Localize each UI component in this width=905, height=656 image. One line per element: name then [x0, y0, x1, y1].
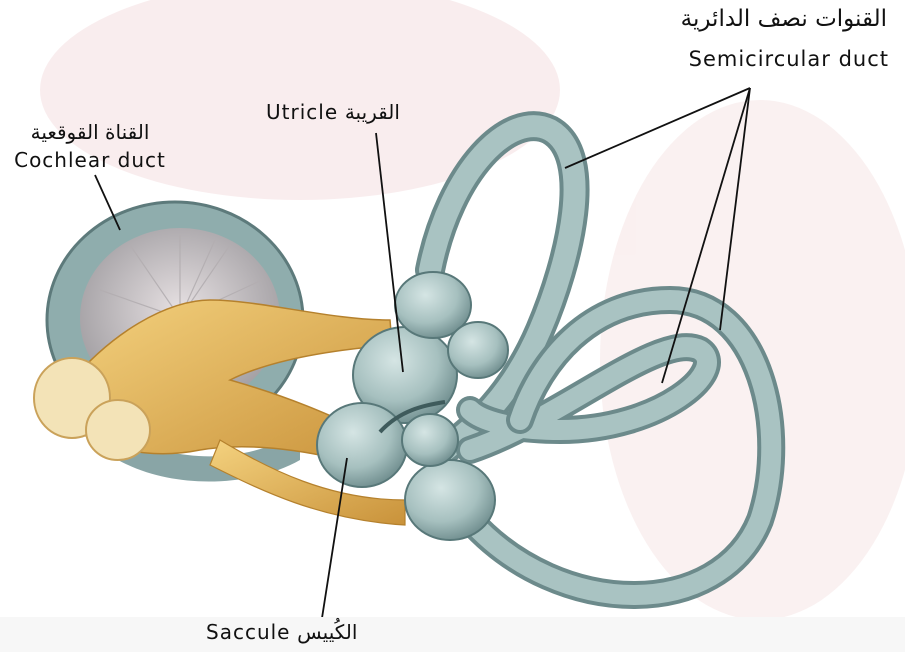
- utricle-label-ar: القريبة: [345, 101, 400, 124]
- saccule-label-ar: الكُييس: [297, 620, 357, 644]
- cochlear-duct-label-en: Cochlear duct: [14, 149, 166, 172]
- bottom-strip: [0, 617, 905, 652]
- utricle-label: Utricle القريبة: [266, 100, 400, 124]
- semicircular-duct-label-ar: القنوات نصف الدائرية: [681, 6, 887, 32]
- saccule-label-en: Saccule: [206, 620, 290, 644]
- saccule-label: Saccule الكُييس: [206, 620, 357, 644]
- utricle-label-en: Utricle: [266, 101, 338, 124]
- semicircular-duct-label-en: Semicircular duct: [689, 47, 889, 71]
- cochlear-duct-label-ar: القناة القوقعية: [14, 121, 166, 144]
